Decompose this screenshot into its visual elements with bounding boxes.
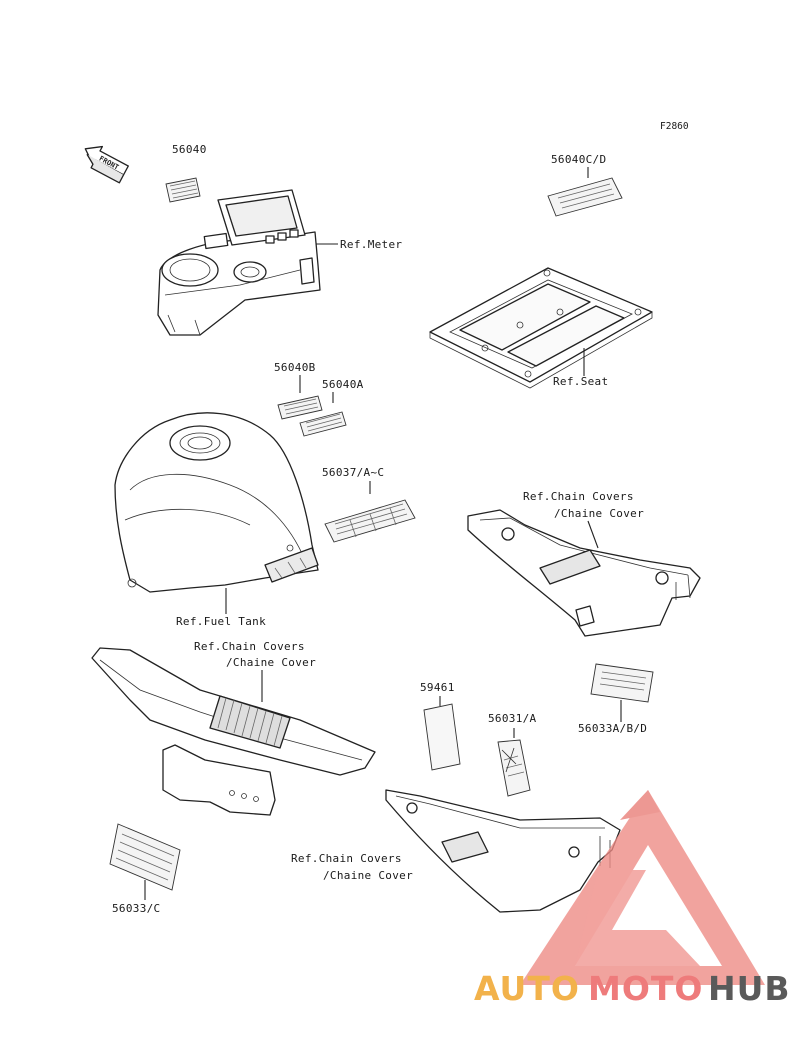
watermark-auto: AUTO xyxy=(474,969,580,1008)
decal-56037 xyxy=(324,499,416,543)
decal-56031 xyxy=(497,739,531,797)
decal-56033c xyxy=(109,823,181,891)
part-59461: 59461 xyxy=(420,681,455,694)
part-56037: 56037/A~C xyxy=(322,466,384,479)
watermark-moto: MOTO xyxy=(588,969,703,1008)
decal-56040 xyxy=(165,177,201,203)
part-56040: 56040 xyxy=(172,143,207,156)
chain-cover-left-illustration xyxy=(91,647,376,816)
ref-fuel-tank: Ref.Fuel Tank xyxy=(176,615,266,628)
ref-chain-covers-1-line2: /Chaine Cover xyxy=(554,507,644,520)
part-56040b: 56040B xyxy=(274,361,316,374)
ref-chain-covers-3-line1: Ref.Chain Covers xyxy=(291,852,402,865)
decal-59461 xyxy=(423,703,461,771)
automotohub-watermark: AUTO MOTO HUB xyxy=(474,790,791,1008)
chain-cover-lower-illustration xyxy=(385,789,621,913)
ref-chain-covers-1-line1: Ref.Chain Covers xyxy=(523,490,634,503)
part-56031: 56031/A xyxy=(488,712,537,725)
watermark-triangle-icon xyxy=(520,790,765,985)
ref-chain-covers-2-line1: Ref.Chain Covers xyxy=(194,640,305,653)
seat-base-illustration xyxy=(429,267,653,389)
ref-seat: Ref.Seat xyxy=(553,375,608,388)
decal-56033abd xyxy=(590,663,654,703)
fuel-tank-illustration xyxy=(114,412,319,593)
decal-56040b xyxy=(277,395,323,420)
ref-meter: Ref.Meter xyxy=(340,238,402,251)
figure-code: F2860 xyxy=(660,121,689,132)
meter-illustration xyxy=(157,189,321,336)
part-56033c: 56033/C xyxy=(112,902,160,915)
chain-cover-upper-illustration xyxy=(467,509,701,637)
decal-56040a xyxy=(299,411,347,437)
ref-chain-covers-3-line2: /Chaine Cover xyxy=(323,869,413,882)
decal-56040cd xyxy=(547,177,623,217)
part-56033abd: 56033A/B/D xyxy=(578,722,647,735)
part-56040a: 56040A xyxy=(322,378,364,391)
ref-chain-covers-2-line2: /Chaine Cover xyxy=(226,656,316,669)
watermark-hub: HUB xyxy=(708,969,791,1008)
front-arrow-icon: FRONT xyxy=(84,145,129,184)
part-56040cd: 56040C/D xyxy=(551,153,606,166)
